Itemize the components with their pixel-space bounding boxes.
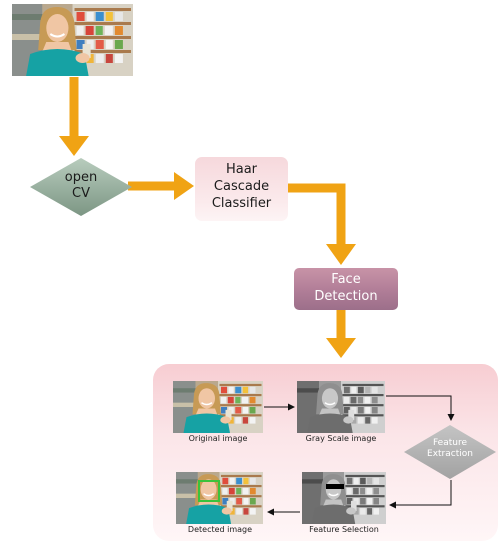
feature-selection-thumb xyxy=(302,472,386,524)
original-image-thumb xyxy=(173,381,263,433)
opencv-diamond xyxy=(30,158,132,216)
arrowhead-panel xyxy=(326,338,356,358)
detected-image-caption: Detected image xyxy=(187,525,253,534)
haar-cascade-label: Haar Cascade Classifier xyxy=(211,162,272,211)
arrowhead-opencv xyxy=(59,136,89,156)
opencv-label: open CV xyxy=(64,170,98,202)
gray-scale-thumb xyxy=(297,381,385,433)
arrow-haar-to-face xyxy=(288,183,346,246)
detected-image-thumb xyxy=(176,472,263,524)
face-detection-box xyxy=(294,268,398,310)
arrowhead-face xyxy=(326,244,356,265)
face-detection-label: Face Detection xyxy=(314,272,378,304)
feature-extraction-diamond xyxy=(404,425,496,479)
arrow-gray-to-extract xyxy=(386,395,455,421)
arrowhead-haar xyxy=(174,172,194,200)
original-image-caption: Original image xyxy=(188,434,248,443)
feature-extraction-label: Feature Extraction xyxy=(427,438,473,460)
haar-cascade-box xyxy=(195,157,288,221)
gray-scale-caption: Gray Scale image xyxy=(305,434,377,443)
feature-selection-caption: Feature Selection xyxy=(309,525,379,534)
arrow-extract-to-selection xyxy=(389,480,452,509)
